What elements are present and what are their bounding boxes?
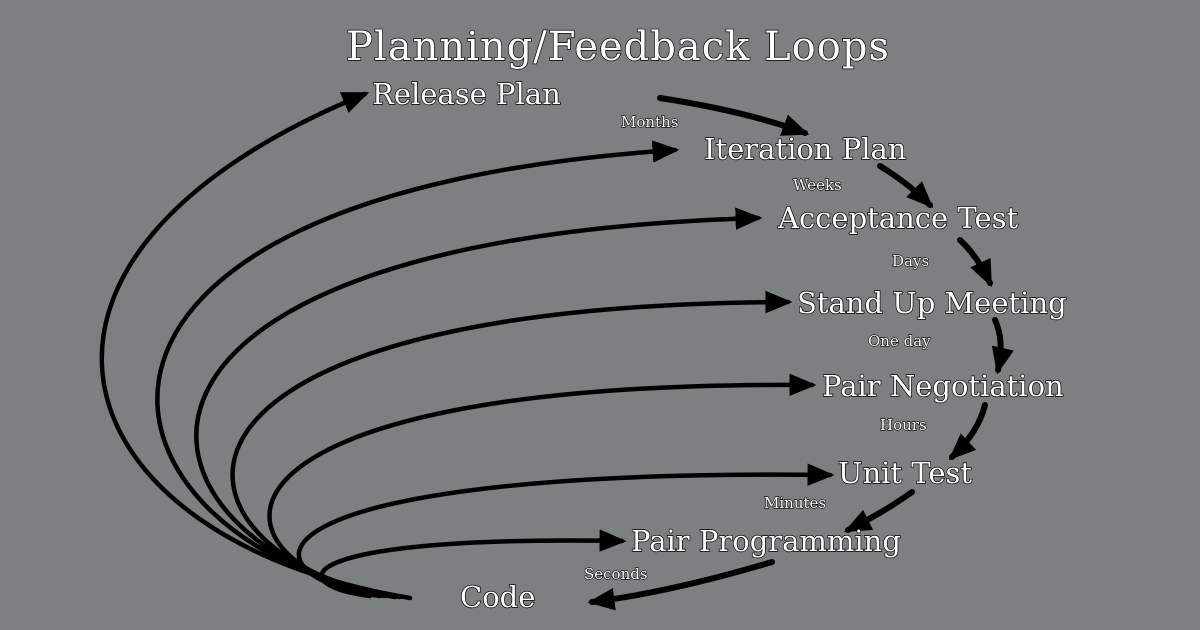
stage-code: Code <box>460 580 535 614</box>
feedback-arrow-pair-negotiation <box>267 373 817 599</box>
stage-labels: Release Plan Iteration Plan Acceptance T… <box>371 76 1067 614</box>
feedback-arrow-release-plan <box>99 91 413 601</box>
interval-labels: Months Weeks Days One day Hours Minutes … <box>583 112 931 583</box>
stage-stand-up-meeting: Stand Up Meeting <box>797 286 1067 320</box>
stage-acceptance-test: Acceptance Test <box>777 201 1019 235</box>
flow-arrow-release-to-iteration <box>657 95 810 136</box>
stage-pair-programming: Pair Programming <box>631 524 901 558</box>
interval-minutes: Minutes <box>764 494 826 512</box>
interval-one-day: One day <box>868 332 931 350</box>
diagram-title: Planning/Feedback Loops <box>346 24 890 70</box>
flow-arrow-iteration-to-acceptance <box>877 163 934 209</box>
feedback-arrow-pair-programming <box>319 529 627 599</box>
flow-arrow-unittest-to-pairprogramming <box>843 489 915 533</box>
feedback-loops <box>99 91 835 601</box>
feedback-arrow-iteration-plan <box>155 140 680 600</box>
flow-arrow-acceptance-to-standup <box>957 237 993 288</box>
flow-arrow-negotiation-to-unittest <box>948 402 988 461</box>
flow-arrows <box>587 95 1014 611</box>
interval-seconds: Seconds <box>584 565 648 583</box>
flow-arrow-standup-to-negotiation <box>991 317 1014 375</box>
stage-unit-test: Unit Test <box>838 456 972 490</box>
flow-arrow-pairprogramming-to-code <box>587 559 775 611</box>
interval-months: Months <box>621 113 678 131</box>
interval-weeks: Weeks <box>793 176 842 194</box>
interval-days: Days <box>892 252 929 270</box>
stage-release-plan: Release Plan <box>372 77 561 111</box>
stage-pair-negotiation: Pair Negotiation <box>822 369 1064 403</box>
interval-hours: Hours <box>880 416 927 434</box>
stage-iteration-plan: Iteration Plan <box>704 132 906 166</box>
